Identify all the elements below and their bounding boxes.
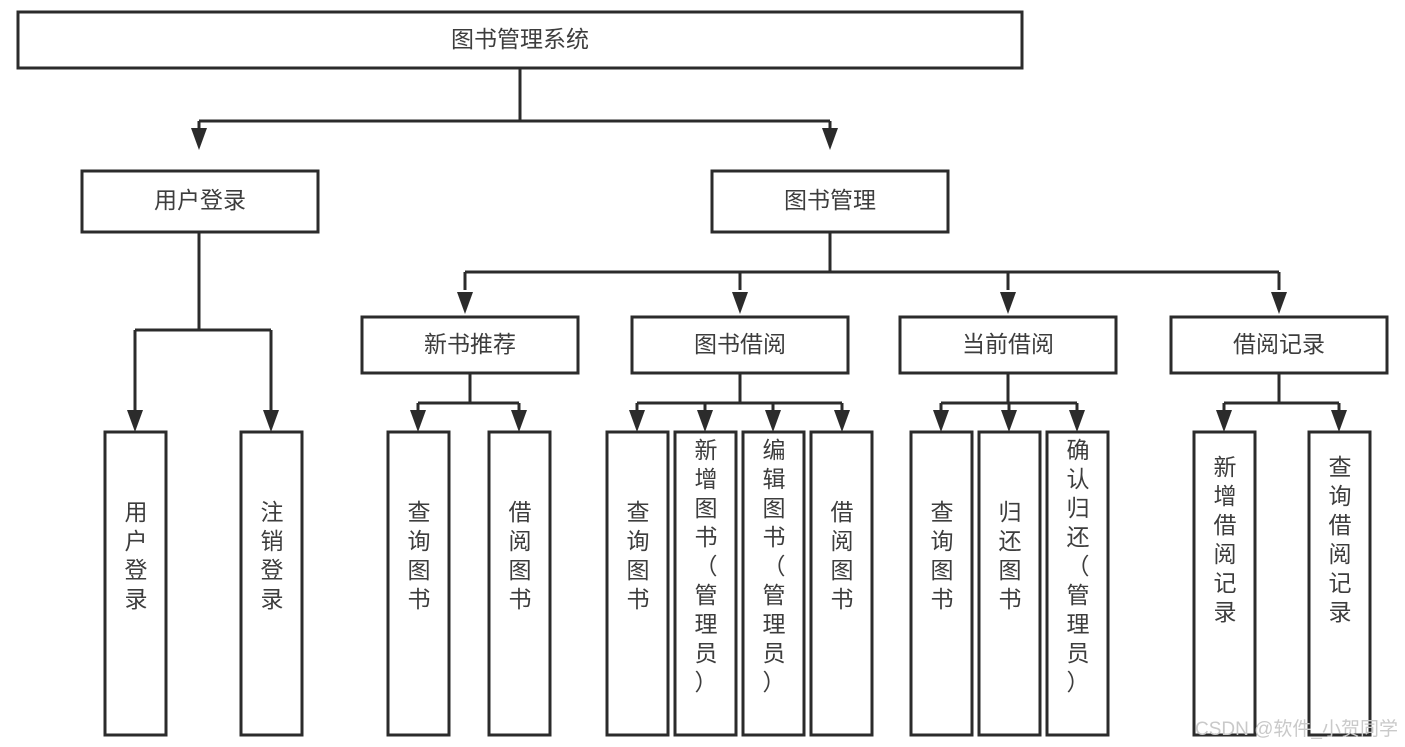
node-leaf-add-record[interactable]: 新增借阅记录 bbox=[1192, 430, 1257, 737]
node-new-book-recommend[interactable]: 新书推荐 bbox=[360, 315, 580, 375]
node-root-label: 图书管理系统 bbox=[451, 26, 589, 52]
node-book-manage[interactable]: 图书管理 bbox=[710, 169, 950, 234]
node-leaf-borrow-book-2-label: 借阅图书 bbox=[831, 499, 854, 612]
node-leaf-query-book-2[interactable]: 查询图书 bbox=[605, 430, 670, 737]
arrow-new-book-leaf-1 bbox=[410, 410, 426, 432]
node-leaf-query-record[interactable]: 查询借阅记录 bbox=[1307, 430, 1372, 737]
node-leaf-query-book-1[interactable]: 查询图书 bbox=[386, 430, 451, 737]
arrow-book-borrow-leaf-1 bbox=[629, 410, 645, 432]
node-leaf-return-book[interactable]: 归还图书 bbox=[977, 430, 1042, 737]
node-leaf-user-login-label: 用户登录 bbox=[125, 499, 148, 612]
arrow-user-login-leaf-1 bbox=[127, 410, 143, 432]
arrow-book-borrow-leaf-4 bbox=[834, 410, 850, 432]
node-leaf-user-login[interactable]: 用户登录 bbox=[103, 430, 168, 737]
node-new-book-recommend-label: 新书推荐 bbox=[424, 331, 516, 357]
node-leaf-user-logout-label: 注销登录 bbox=[261, 499, 284, 612]
node-leaf-add-book-label: 新增图书（管理员） bbox=[695, 437, 718, 695]
arrow-root-to-book-manage bbox=[822, 128, 838, 150]
node-leaf-edit-book[interactable]: 编辑图书（管理员） bbox=[741, 430, 806, 737]
arrow-book-manage-child-4 bbox=[1271, 292, 1287, 314]
node-book-borrow-label: 图书借阅 bbox=[694, 331, 786, 357]
connector-layer bbox=[127, 68, 1347, 432]
node-leaf-borrow-book-1[interactable]: 借阅图书 bbox=[487, 430, 552, 737]
node-leaf-add-record-label: 新增借阅记录 bbox=[1214, 454, 1237, 625]
arrow-current-borrow-leaf-2 bbox=[1001, 410, 1017, 432]
node-leaf-query-book-2-label: 查询图书 bbox=[627, 499, 650, 612]
node-leaf-query-book-3[interactable]: 查询图书 bbox=[909, 430, 974, 737]
node-book-manage-label: 图书管理 bbox=[784, 187, 876, 213]
node-leaf-add-book[interactable]: 新增图书（管理员） bbox=[673, 430, 738, 737]
node-leaf-confirm-return[interactable]: 确认归还（管理员） bbox=[1045, 430, 1110, 737]
node-current-borrow[interactable]: 当前借阅 bbox=[898, 315, 1118, 375]
arrow-user-login-leaf-2 bbox=[263, 410, 279, 432]
node-leaf-query-book-1-label: 查询图书 bbox=[408, 499, 431, 612]
arrow-book-manage-child-1 bbox=[457, 292, 473, 314]
node-borrow-record[interactable]: 借阅记录 bbox=[1169, 315, 1389, 375]
node-leaf-user-logout[interactable]: 注销登录 bbox=[239, 430, 304, 737]
node-leaf-query-record-label: 查询借阅记录 bbox=[1329, 454, 1352, 625]
arrow-book-borrow-leaf-3 bbox=[765, 410, 781, 432]
node-leaf-borrow-book-1-label: 借阅图书 bbox=[509, 499, 532, 612]
node-root[interactable]: 图书管理系统 bbox=[16, 10, 1024, 70]
node-leaf-return-book-label: 归还图书 bbox=[999, 499, 1022, 612]
arrow-borrow-record-leaf-1 bbox=[1216, 410, 1232, 432]
arrow-book-manage-child-3 bbox=[1000, 292, 1016, 314]
arrow-root-to-user-login bbox=[191, 128, 207, 150]
arrow-book-manage-child-2 bbox=[732, 292, 748, 314]
node-leaf-query-book-3-label: 查询图书 bbox=[931, 499, 954, 612]
node-leaf-edit-book-label: 编辑图书（管理员） bbox=[763, 437, 786, 695]
node-leaf-borrow-book-2[interactable]: 借阅图书 bbox=[809, 430, 874, 737]
node-leaf-confirm-return-label: 确认归还（管理员） bbox=[1067, 437, 1090, 695]
arrow-book-borrow-leaf-2 bbox=[697, 410, 713, 432]
node-borrow-record-label: 借阅记录 bbox=[1233, 331, 1325, 357]
arrow-new-book-leaf-2 bbox=[511, 410, 527, 432]
arrow-current-borrow-leaf-1 bbox=[933, 410, 949, 432]
arrow-borrow-record-leaf-2 bbox=[1331, 410, 1347, 432]
arrow-current-borrow-leaf-3 bbox=[1069, 410, 1085, 432]
node-current-borrow-label: 当前借阅 bbox=[962, 331, 1054, 357]
node-user-login[interactable]: 用户登录 bbox=[80, 169, 320, 234]
node-book-borrow[interactable]: 图书借阅 bbox=[630, 315, 850, 375]
csdn-watermark: CSDN @软件_小贺同学 bbox=[1195, 718, 1398, 740]
node-user-login-label: 用户登录 bbox=[154, 187, 246, 213]
